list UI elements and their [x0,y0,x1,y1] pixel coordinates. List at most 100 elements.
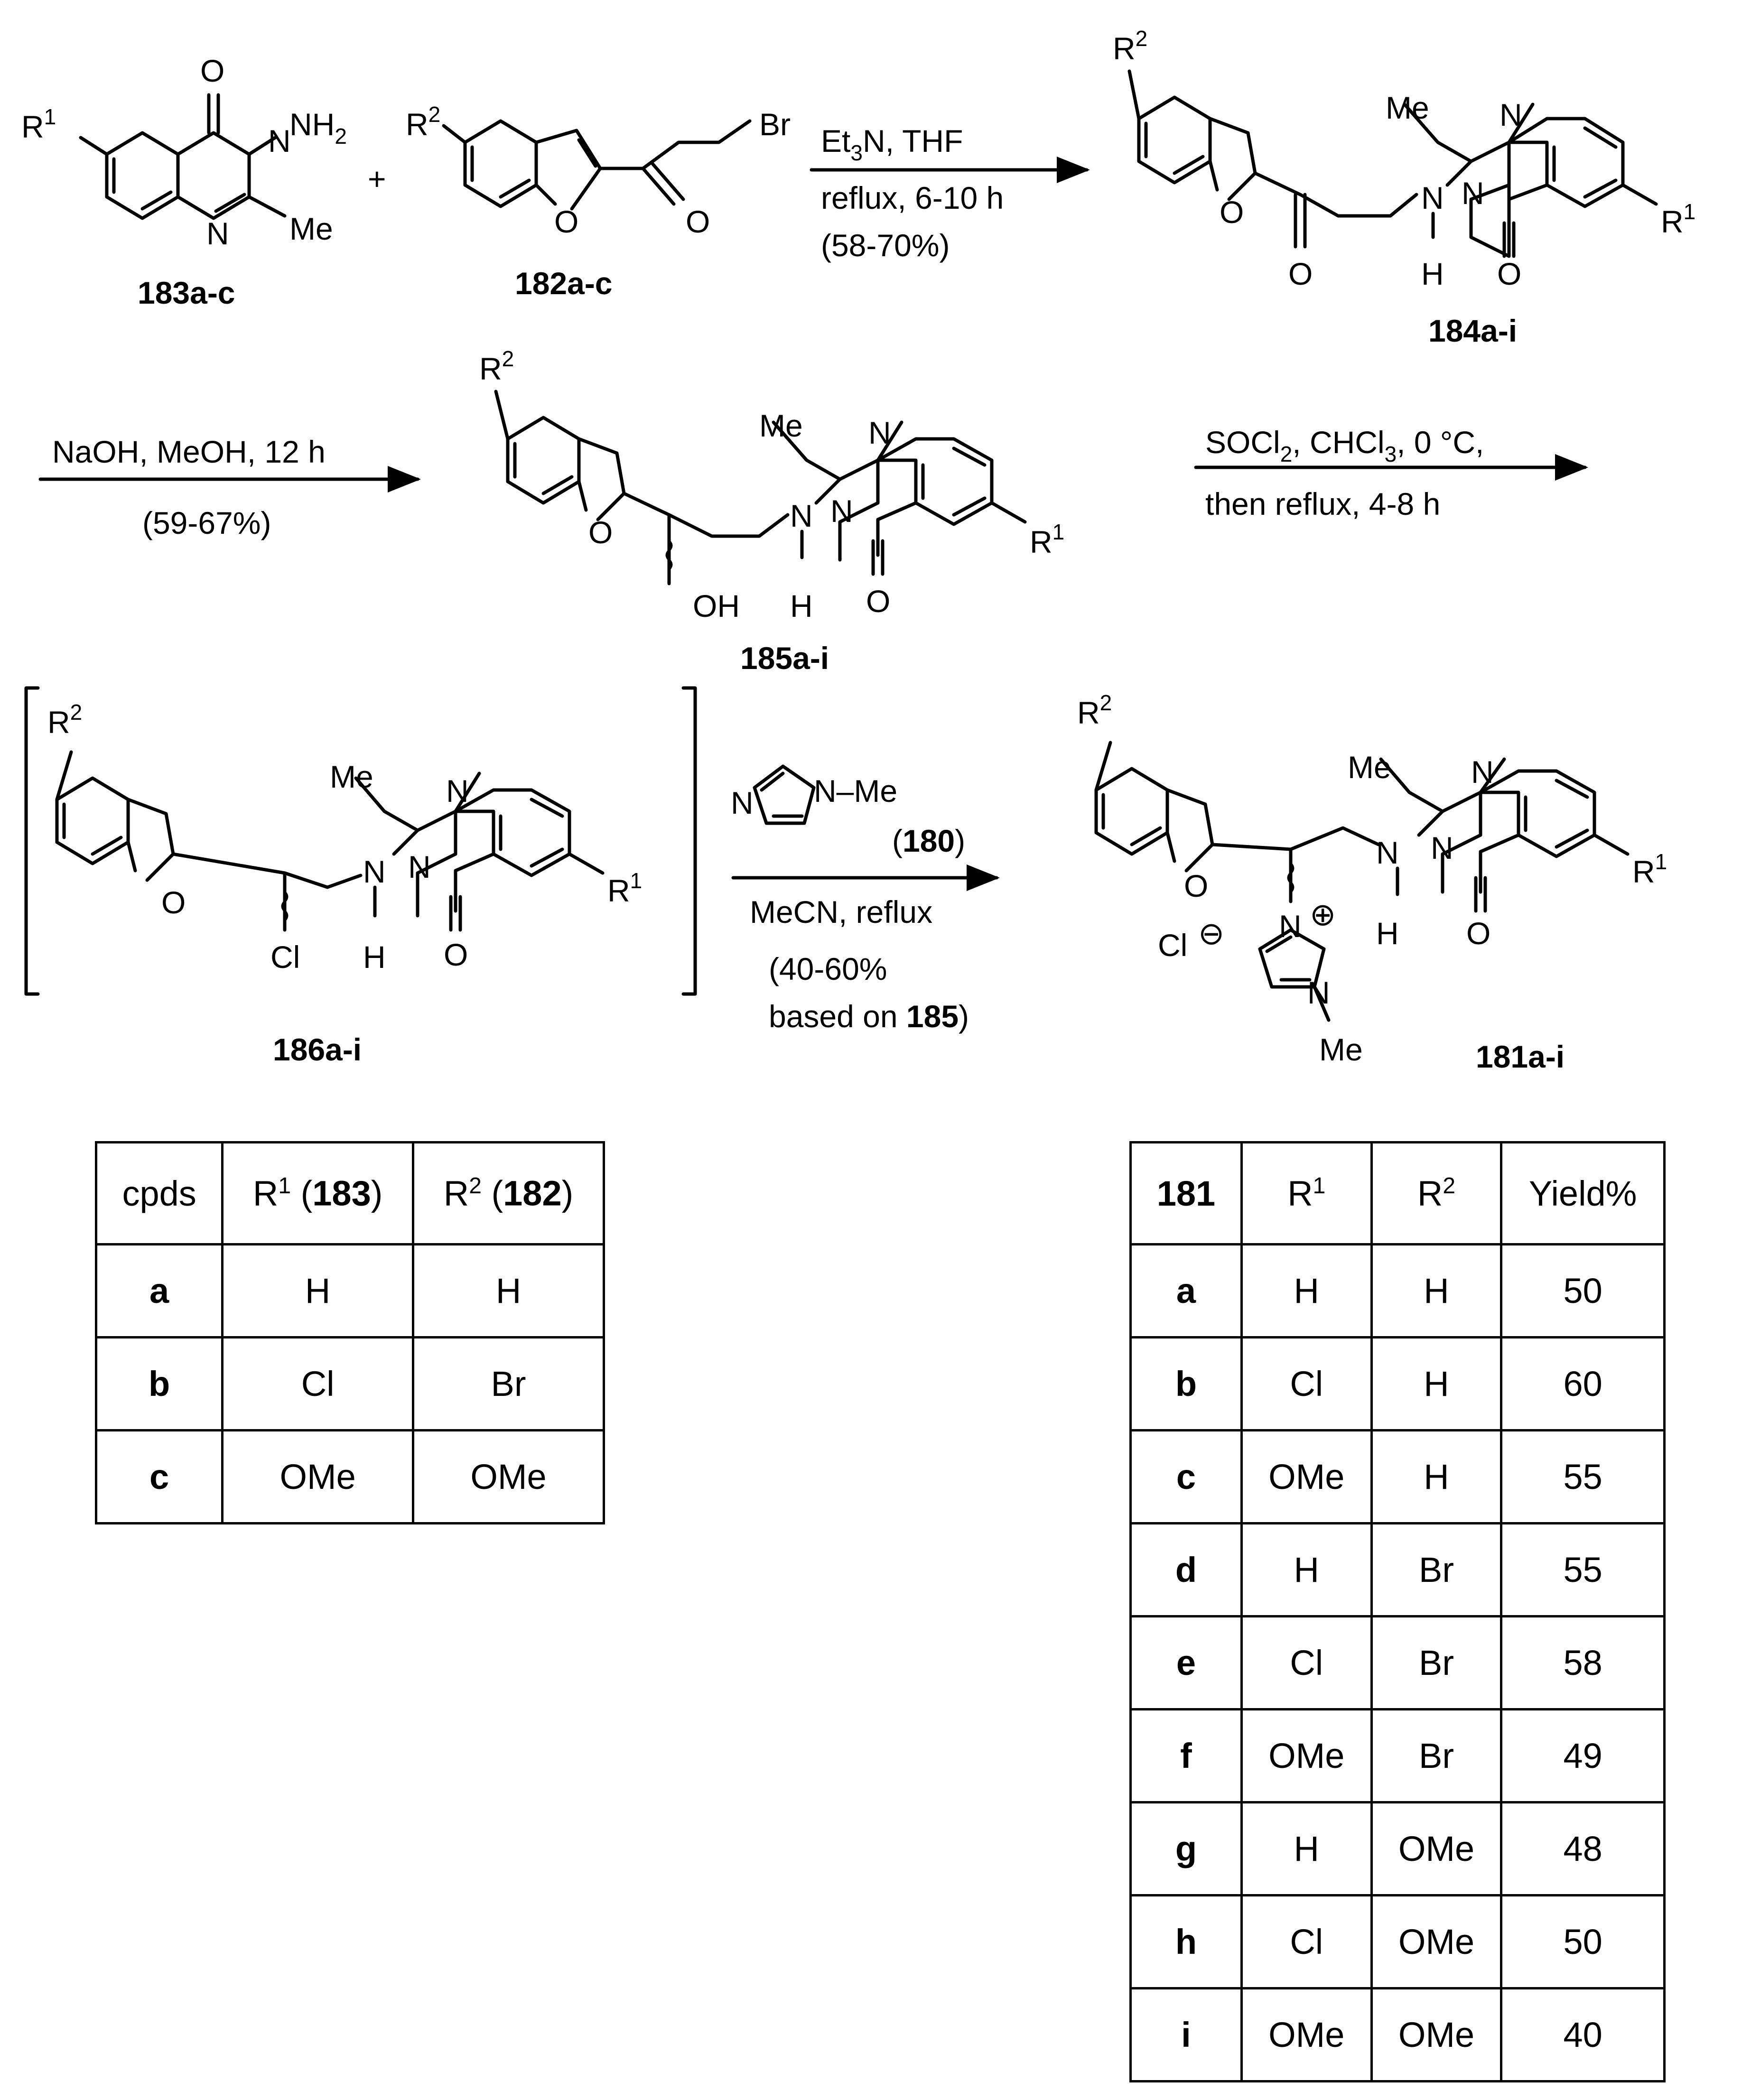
table-cell: 50 [1500,1894,1666,1989]
svg-text:H: H [1421,256,1444,291]
compound-184-atoms: O O N H N N Me O R2 R1 184a-i [1113,26,1695,348]
header-r2-182: R2 (182) [412,1141,605,1245]
svg-text:N: N [408,849,431,884]
svg-text:N: N [206,216,229,251]
table-cell: Br [412,1336,605,1431]
header-181: 181 [1129,1141,1243,1245]
table-cell: Cl [1240,1615,1373,1710]
svg-text:then reflux, 4-8 h: then reflux, 4-8 h [1205,486,1440,521]
svg-text:N: N [1431,830,1453,865]
compound-182-label: 182a-c [515,266,613,301]
wavy-bond [281,891,289,921]
compound-186-label: 186a-i [273,1032,362,1067]
table-cell: OMe [1370,1894,1503,1989]
compound-id-cell: c [1129,1429,1243,1524]
table-cell: H [1370,1429,1503,1524]
table-cell: Cl [1240,1894,1373,1989]
compound-id-cell: h [1129,1894,1243,1989]
compound-181-atoms: O N H N N Me O Cl ⊖ N ⊕ N Me R2 R1 181a-… [1077,690,1667,1074]
svg-text:O: O [161,885,186,920]
svg-text:(58-70%): (58-70%) [821,228,950,263]
svg-text:O: O [1220,195,1244,230]
step3-conditions: SOCl2, CHCl3, 0 °C, then reflux, 4-8 h [1205,425,1484,521]
table-cell: OMe [1370,1987,1503,2082]
svg-text:MeCN, reflux: MeCN, reflux [750,894,932,929]
svg-text:R2: R2 [1077,690,1112,730]
compound-183-label: 183a-c [138,275,235,310]
compound-185-label: 185a-i [740,641,829,676]
table-cell: OMe [1240,1708,1373,1803]
table-cell: H [412,1243,605,1338]
svg-text:R1: R1 [1632,849,1667,889]
svg-text:(59-67%): (59-67%) [142,505,271,540]
svg-text:R2: R2 [406,102,440,142]
svg-text:Cl: Cl [270,939,300,975]
table-cell: OMe [412,1429,605,1524]
compound-id-cell: c [94,1429,224,1524]
wavy-bond [1287,863,1295,893]
svg-text:R2: R2 [47,700,82,740]
svg-text:N: N [268,123,291,158]
svg-text:O: O [866,584,890,619]
compound-id-cell: d [1129,1522,1243,1617]
svg-text:N: N [363,854,386,889]
svg-text:N: N [446,773,469,808]
step1-conditions: Et3N, THF reflux, 6-10 h (58-70%) [821,123,1004,263]
compound-181-structure [1094,741,1630,1022]
compound-id-cell: e [1129,1615,1243,1710]
chloride-minus-charge: ⊖ [1198,916,1224,951]
svg-text:based on 185): based on 185) [769,999,969,1034]
step2-conditions: NaOH, MeOH, 12 h (59-67%) [52,434,326,540]
svg-text:Me: Me [289,211,333,246]
svg-text:Me: Me [1386,90,1429,125]
header-yield: Yield% [1500,1141,1666,1245]
compound-185-structure [494,390,1027,585]
svg-text:N–Me: N–Me [814,773,897,808]
table-cell: OMe [1240,1987,1373,2082]
table-cell: H [1240,1243,1373,1338]
table-cell: 58 [1500,1615,1666,1710]
svg-text:N: N [731,785,754,820]
svg-text:SOCl2, CHCl3, 0 °C,: SOCl2, CHCl3, 0 °C, [1205,425,1484,466]
svg-text:N: N [1421,180,1444,215]
table-cell: Br [1370,1615,1503,1710]
svg-text:NaOH, MeOH, 12 h: NaOH, MeOH, 12 h [52,434,326,469]
svg-text:Me: Me [330,759,373,794]
svg-text:H: H [1376,916,1399,951]
svg-text:(40-60%: (40-60% [769,951,887,986]
table-cell: H [1240,1522,1373,1617]
svg-text:N: N [1279,909,1302,944]
bracket-right [681,686,697,996]
svg-text:Br: Br [759,107,791,142]
table-cell: 49 [1500,1708,1666,1803]
svg-text:Me: Me [1348,750,1391,785]
compound-186-atoms: O Cl N H N N Me O R2 R1 186a-i [47,700,642,1067]
table-cell: OMe [1240,1429,1373,1524]
svg-text:R2: R2 [479,346,514,386]
table-cell: 60 [1500,1336,1666,1431]
svg-text:N: N [1500,97,1522,132]
svg-text:Cl: Cl [1158,928,1187,963]
svg-text:R1: R1 [1030,520,1064,559]
svg-text:N: N [790,498,813,533]
svg-text:Et3N, THF: Et3N, THF [821,123,963,165]
compound-184-label: 184a-i [1428,313,1517,348]
compound-id-cell: b [94,1336,224,1431]
table-header-row: cpds R1 (183) R2 (182) [94,1141,605,1245]
header-r1-183: R1 (183) [221,1141,415,1245]
svg-text:NH2: NH2 [289,107,347,149]
svg-text:N: N [830,493,853,529]
svg-text:O: O [686,204,710,239]
compound-id-cell: a [1129,1243,1243,1338]
table-cell: OMe [221,1429,415,1524]
wavy-bond [665,540,673,570]
